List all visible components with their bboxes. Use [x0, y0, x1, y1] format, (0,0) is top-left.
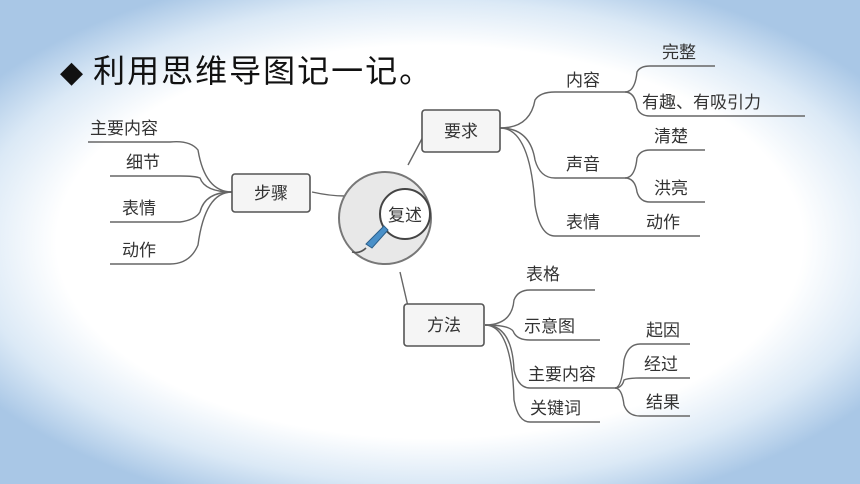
method-diagram: 示意图	[524, 317, 575, 337]
req-content-child: 有趣、有吸引力	[642, 93, 761, 113]
steps-child: 动作	[122, 241, 156, 261]
steps-label: 步骤	[254, 184, 288, 204]
method-table: 表格	[526, 265, 560, 285]
page-title: ◆利用思维导图记一记。	[60, 46, 433, 92]
method-main-child: 起因	[646, 321, 680, 341]
diamond-bullet-icon: ◆	[60, 55, 86, 90]
req-expression-label: 表情	[566, 213, 600, 233]
req-voice-label: 声音	[566, 155, 600, 175]
node-steps: 步骤	[231, 173, 311, 213]
magnifier-handle	[365, 225, 389, 249]
req-voice-child: 清楚	[654, 127, 688, 147]
node-requirements: 要求	[421, 109, 501, 153]
requirements-label: 要求	[444, 122, 478, 142]
req-content-child: 完整	[662, 43, 696, 63]
method-keywords: 关键词	[530, 399, 581, 419]
connector-lines	[88, 65, 805, 423]
req-expression-extra: 动作	[646, 213, 680, 233]
methods-label: 方法	[427, 316, 461, 336]
magnifier-icon	[379, 188, 431, 240]
req-content-label: 内容	[566, 71, 600, 91]
steps-child: 细节	[126, 153, 160, 173]
req-voice-child: 洪亮	[654, 179, 688, 199]
center-label: 复述	[388, 206, 422, 226]
steps-child: 主要内容	[90, 119, 158, 139]
title-text: 利用思维导图记一记。	[93, 52, 434, 90]
method-main-child: 结果	[646, 393, 680, 413]
method-main-child: 经过	[644, 355, 678, 375]
method-main-label: 主要内容	[528, 365, 596, 385]
node-methods: 方法	[403, 303, 485, 347]
steps-child: 表情	[122, 199, 156, 219]
center-node: 复述	[338, 171, 432, 265]
